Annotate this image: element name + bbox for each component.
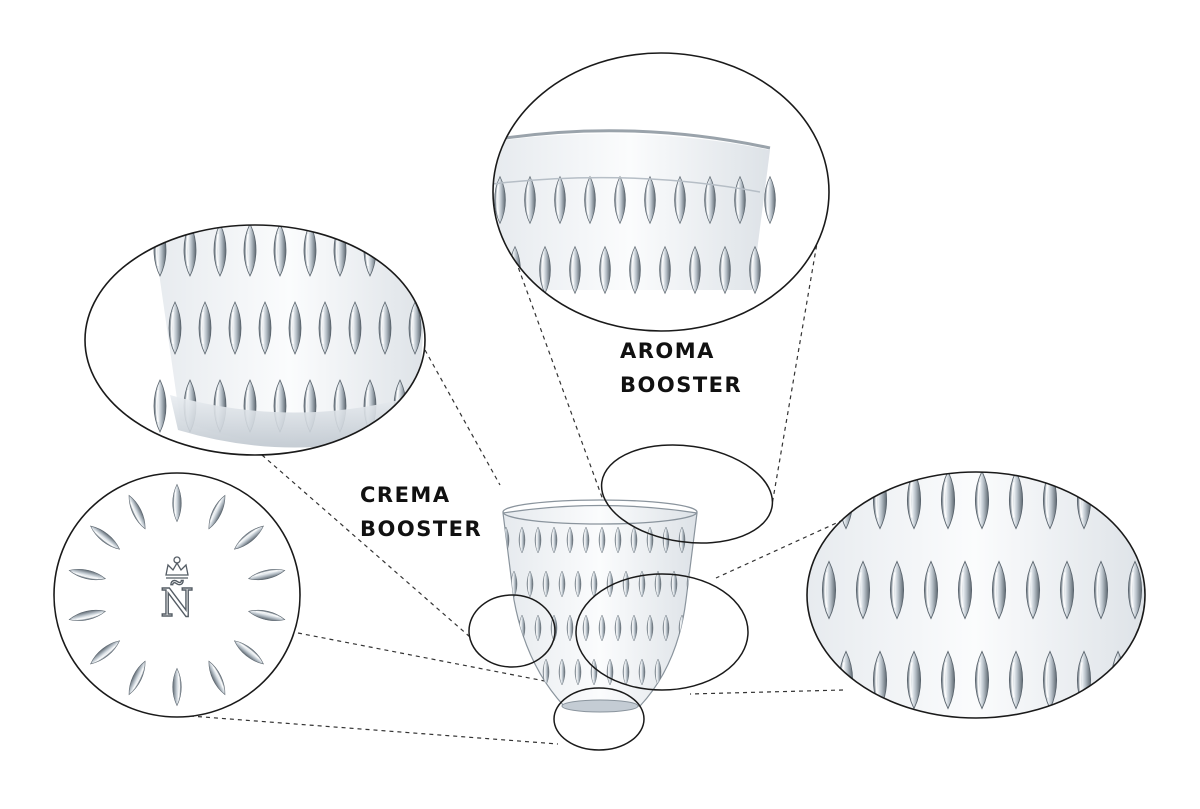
side-facet: [807, 650, 820, 710]
cup-facet: [694, 614, 697, 642]
crown-icon: [165, 556, 189, 579]
marker-logo-bottom: [553, 687, 645, 751]
cup-facet: [510, 658, 518, 686]
brand-logo-letter: Ñ: [160, 581, 193, 625]
marker-aroma-rim: [600, 444, 774, 544]
marker-crema-base: [468, 594, 556, 668]
aroma-label-line-1: AROMA: [620, 339, 715, 363]
connector-aroma-left: [512, 252, 604, 501]
connector-logo-bottom: [189, 715, 559, 745]
crema-booster-base-detail: [84, 224, 426, 456]
crema-label-line-1: CREMA: [360, 483, 451, 507]
base-facet: [392, 225, 408, 278]
aroma-booster-rim-detail: [492, 52, 830, 332]
espresso-cup: [502, 499, 698, 713]
cup-facet: [670, 658, 678, 686]
base-facet: [422, 225, 425, 278]
side-facet: [1110, 472, 1126, 530]
connector-aroma-right: [771, 213, 823, 506]
marker-facet-side: [575, 573, 749, 691]
crema-booster-label: CREMA BOOSTER: [360, 478, 482, 546]
connector-logo-top: [297, 632, 556, 684]
connector-crema-top: [424, 349, 501, 486]
facet-side-detail: [806, 471, 1146, 719]
cup-facet: [686, 658, 694, 686]
logo-bottom-detail: Ñ: [53, 472, 301, 718]
connector-facet-bottom: [689, 689, 844, 695]
dashed-connector-lines: [189, 213, 844, 745]
cup-facet: [694, 526, 697, 554]
base-facet: [422, 378, 425, 434]
connector-crema-bottom: [261, 454, 471, 638]
cup-facet: [503, 614, 510, 642]
aroma-booster-label: AROMA BOOSTER: [620, 334, 742, 402]
aroma-label-line-2: BOOSTER: [620, 373, 743, 397]
crema-label-line-2: BOOSTER: [360, 517, 483, 541]
side-facet: [807, 472, 820, 530]
detail-markers: [468, 444, 774, 751]
